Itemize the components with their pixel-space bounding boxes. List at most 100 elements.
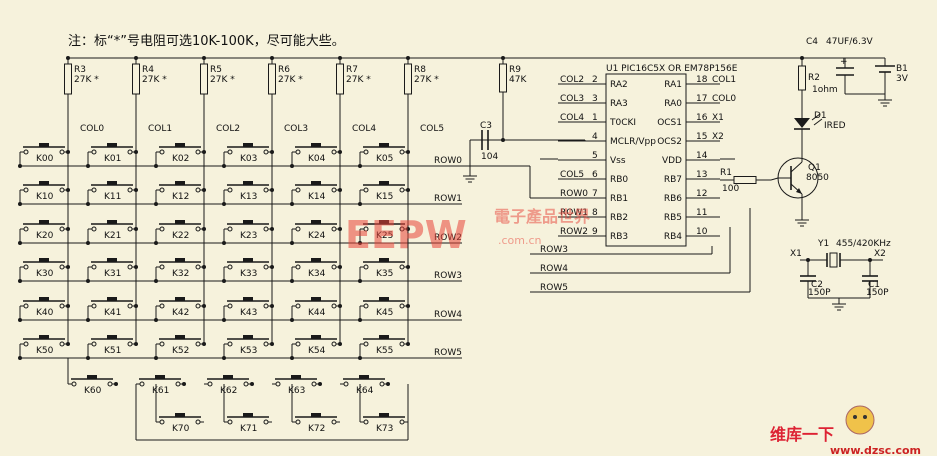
switch-contact [295,187,301,193]
switch-contact [159,187,165,193]
junction-dot [86,241,90,245]
switch-contact [263,187,269,193]
switch-contact [23,226,29,232]
key-switch: K00 [20,143,68,164]
key-switch: K51 [88,335,136,356]
switch-contact [227,226,233,232]
key-switch: K04 [292,143,340,164]
logo-mascot-eye-icon [853,415,857,419]
key-switch: K12 [156,181,204,202]
switch-button [311,297,321,301]
r9-ref: R9 [509,65,521,75]
switch-button [175,258,185,262]
key-switch: K71 [224,413,272,434]
switch-contact [331,419,337,425]
key-label: K71 [240,424,257,434]
ic-pin-number: 18 [696,75,708,85]
switch-contact [127,187,133,193]
key-label: K45 [376,308,393,318]
junction-dot [86,356,90,360]
key-label: K51 [104,346,121,356]
key-label: K63 [288,386,305,396]
junction-dot [18,279,22,283]
switch-button [39,143,49,147]
key-label: K00 [36,154,54,164]
led-ray [813,118,823,126]
switch-contact [195,419,201,425]
ic-net-label: COL2 [560,75,584,85]
row-label: ROW3 [434,271,462,281]
switch-button [87,375,97,379]
junction-dot [358,202,362,206]
key-switch: K20 [20,220,68,241]
switch-contact [195,149,201,155]
switch-contact [127,149,133,155]
key-label: K21 [104,231,121,241]
ic-net-label: X1 [712,113,724,123]
watermark-cn: 電子產品世界 [494,207,590,226]
resistor-ref: R4 [142,65,154,75]
ic-pin-name: RA3 [610,99,628,109]
switch-button [243,258,253,262]
key-label: K33 [240,269,257,279]
key-switch: K42 [156,297,204,318]
r1-lead [770,177,779,181]
c2-ref: C2 [811,280,823,290]
switch-contact [59,264,65,270]
key-switch: K53 [224,335,272,356]
junction-dot [222,356,226,360]
junction-dot [154,279,158,283]
switch-button [311,413,321,417]
key-switch: K23 [224,220,272,241]
switch-button [39,258,49,262]
row-label: ROW2 [434,233,462,243]
switch-contact [227,341,233,347]
switch-button [107,220,117,224]
switch-contact [59,149,65,155]
led-diode [794,118,810,128]
switch-button [379,413,389,417]
switch-contact [207,381,213,387]
switch-contact [331,341,337,347]
junction-dot [18,318,22,322]
c1-value: 150P [866,288,889,298]
junction-dot [250,382,254,386]
switch-button [175,335,185,339]
r9-value: 47K [509,75,527,85]
key-switch: K13 [224,181,272,202]
key-switch: K10 [20,181,68,202]
key-switch: K54 [292,335,340,356]
logo-title: 维库一下 [770,425,834,444]
switch-button [39,335,49,339]
key-switch: K14 [292,181,340,202]
ic-pin-name: RB2 [610,213,628,223]
ic-net-label: COL0 [712,94,736,104]
switch-contact [331,303,337,309]
switch-button [311,143,321,147]
ic-pin-number: 13 [696,170,707,180]
switch-contact [127,303,133,309]
led-ray [811,113,821,121]
y1-value: 455/420KHz [836,239,891,249]
key-switch: K40 [20,297,68,318]
key-label: K54 [308,346,326,356]
key-switch: K05 [360,143,408,164]
switch-contact [127,264,133,270]
ic-net-label: ROW1 [560,208,588,218]
switch-contact [399,303,405,309]
switch-contact [227,419,233,425]
resistor-value: 27K * [414,75,439,85]
junction-dot [290,356,294,360]
switch-button [243,297,253,301]
transistor-arrow [796,188,802,194]
ic-pin-name: RA1 [664,80,682,90]
switch-contact [195,264,201,270]
switch-contact [175,381,181,387]
c3-ref: C3 [480,121,492,131]
watermark-url: .com.cn [498,234,542,247]
ic-pin-name: RA0 [664,99,682,109]
switch-contact [91,149,97,155]
switch-button [243,335,253,339]
key-label: K10 [36,192,54,202]
key-label: K32 [172,269,189,279]
